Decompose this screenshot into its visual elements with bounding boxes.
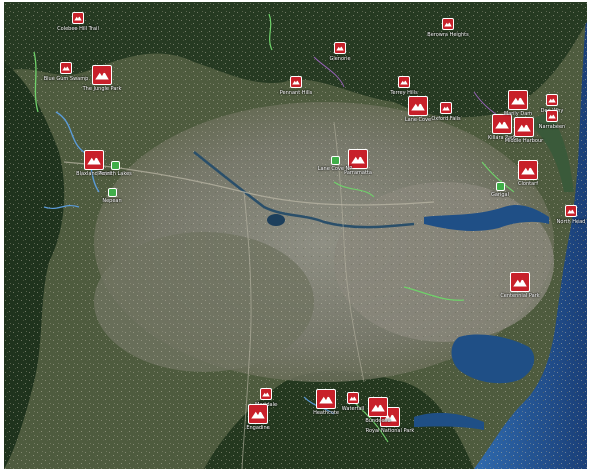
marker-label: Middle Harbour [504,138,544,144]
marker-label: Clontarf [518,181,538,187]
harbour [424,205,549,231]
mountain-icon [262,392,270,397]
mountain-icon [95,71,109,80]
marker-label: Centennial Park [500,293,540,299]
marker-label: Manly Dam [503,111,533,117]
map-marker[interactable] [518,160,538,180]
marker-label: Blue Gum Swamp [43,76,89,82]
map-marker[interactable] [347,392,359,404]
mountain-icon [336,46,344,51]
port-hacking [414,412,484,430]
marker-label: Blaxland Point [76,171,112,177]
marker-label: Waterfall [341,406,365,412]
mountain-icon [444,22,452,27]
mountain-icon [74,16,82,21]
mountain-icon [567,209,575,214]
map-marker[interactable] [248,404,268,424]
pin-label: Penrith Lakes [98,171,132,177]
marker-label: Terrey Hills [390,90,418,96]
pin-label: Lane Cove NP [317,166,353,172]
map-marker[interactable] [442,18,454,30]
map-marker[interactable] [84,150,104,170]
park-icon[interactable] [111,161,120,170]
mountain-icon [517,123,531,132]
map-marker[interactable] [508,90,528,110]
mountain-icon [251,410,265,419]
mountain-icon [319,395,333,404]
marker-label: Berowra Heights [427,32,469,38]
map-marker[interactable] [290,76,302,88]
mountain-icon [400,80,408,85]
marker-label: Heathcote [313,410,339,416]
park-icon[interactable] [496,182,505,191]
marker-label: Bundeena [365,418,391,424]
mountain-icon [521,166,535,175]
map-marker[interactable] [260,388,272,400]
mountain-icon [292,80,300,85]
map-marker[interactable] [60,62,72,74]
map-marker[interactable] [492,114,512,134]
mountain-icon [548,114,556,119]
mountain-icon [383,413,397,422]
marker-label: Oxford Falls [431,116,461,122]
map-marker[interactable] [440,102,452,114]
mountain-icon [495,120,509,129]
map-marker[interactable] [514,117,534,137]
mountain-icon [87,156,101,165]
map-marker[interactable] [92,65,112,85]
mountain-icon [62,66,70,71]
park-icon[interactable] [331,156,340,165]
mountain-icon [349,396,357,401]
marker-label: Colebee Hill Trail [57,26,99,32]
marker-label: North Head [556,219,586,225]
map-marker[interactable] [368,397,388,417]
map-marker[interactable] [316,389,336,409]
map-marker[interactable] [546,110,558,122]
map-marker[interactable] [72,12,84,24]
map-marker[interactable] [408,96,428,116]
marker-label: Pennant Hills [279,90,313,96]
mountain-icon [442,106,450,111]
map-marker[interactable] [546,94,558,106]
map-marker[interactable] [334,42,346,54]
marker-label: Lane Cove [404,117,432,123]
marker-label: Parramatta [344,170,372,176]
map-marker[interactable] [398,76,410,88]
marker-label: Royal National Park [365,428,415,434]
marker-label: Killara Park [487,135,517,141]
mountain-icon [511,96,525,105]
botany-bay [451,334,535,384]
mountain-icon [548,98,556,103]
river [193,151,415,229]
map-marker[interactable] [565,205,577,217]
pin-label: Garigal [490,192,510,198]
mountain-icon [371,403,385,412]
marker-label: The Jungle Park [82,86,122,92]
mountain-icon [351,155,365,164]
map-marker[interactable] [348,149,368,169]
map-marker[interactable] [510,272,530,292]
reservoir [267,214,285,226]
park-icon[interactable] [108,188,117,197]
marker-label: Glenorie [329,56,351,62]
route-line [33,51,39,113]
mountain-icon [513,278,527,287]
marker-label: Engadine [246,425,270,431]
pin-label: Nepean [102,198,122,204]
marker-label: Narrabeen [538,124,566,130]
mountain-icon [411,102,425,111]
